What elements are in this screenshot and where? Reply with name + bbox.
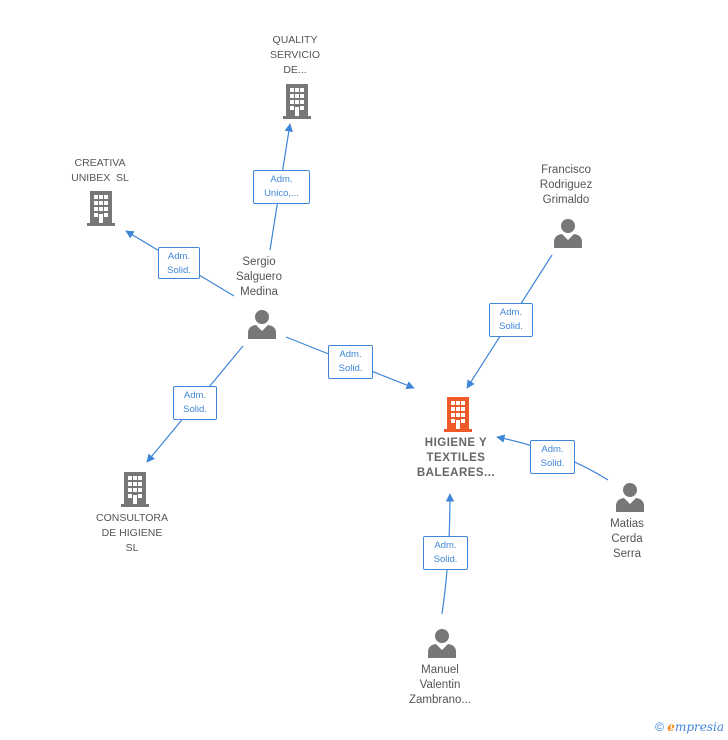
node-consultora-line-1: CONSULTORA bbox=[96, 512, 168, 524]
relation-badge-line-1: Adm. bbox=[499, 307, 523, 318]
logo-text: mpresia bbox=[674, 720, 724, 734]
relation-badge[interactable]: Adm. Solid. bbox=[489, 303, 533, 337]
relation-badge-line-2: Solid. bbox=[167, 265, 191, 276]
node-quality-line-3: DE... bbox=[283, 64, 307, 76]
node-sergio-line-1: Sergio bbox=[242, 256, 276, 268]
node-sergio-label[interactable]: Sergio Salguero Medina bbox=[199, 255, 319, 300]
node-sergio-line-3: Medina bbox=[240, 286, 278, 298]
node-higiene-label[interactable]: HIGIENE Y TEXTILES BALEARES... bbox=[396, 436, 516, 481]
node-consultora-label[interactable]: CONSULTORA DE HIGIENE SL bbox=[72, 511, 192, 556]
node-matias-line-3: Serra bbox=[612, 548, 642, 560]
node-francisco-label[interactable]: Francisco Rodriguez Grimaldo bbox=[506, 163, 626, 208]
copyright-icon: © bbox=[655, 720, 664, 734]
node-francisco-line-3: Grimaldo bbox=[542, 194, 590, 206]
node-manuel-line-2: Valentin bbox=[419, 679, 461, 691]
node-matias-line-1: Matias bbox=[610, 518, 644, 530]
relation-badge-line-2: Unico,... bbox=[264, 188, 299, 199]
relation-badge-line-1: Adm. bbox=[167, 251, 191, 262]
relation-badge[interactable]: Adm. Solid. bbox=[530, 440, 575, 474]
relation-badge-line-1: Adm. bbox=[541, 444, 564, 455]
node-higiene-line-2: TEXTILES bbox=[426, 452, 486, 464]
node-francisco-line-2: Rodriguez bbox=[539, 179, 593, 191]
relation-badge[interactable]: Adm. Solid. bbox=[423, 536, 468, 570]
relation-badge-line-2: Solid. bbox=[499, 321, 523, 332]
brand-footer[interactable]: © empresia bbox=[655, 720, 724, 734]
relation-badge-line-1: Adm. bbox=[434, 540, 457, 551]
node-quality-line-2: SERVICIO bbox=[270, 49, 320, 61]
empresia-logo: empresia bbox=[667, 720, 724, 734]
building-icon[interactable] bbox=[119, 471, 151, 507]
node-consultora-line-3: SL bbox=[125, 542, 139, 554]
relation-badge[interactable]: Adm. Unico,... bbox=[253, 170, 310, 204]
node-consultora-line-2: DE HIGIENE bbox=[101, 527, 163, 539]
relation-badge-line-2: Solid. bbox=[540, 458, 565, 469]
node-creativa-label[interactable]: CREATIVA UNIBEX SL bbox=[40, 156, 160, 186]
person-icon[interactable] bbox=[553, 218, 583, 248]
building-icon[interactable] bbox=[281, 83, 313, 119]
person-icon[interactable] bbox=[247, 309, 277, 339]
relation-badge-line-2: Solid. bbox=[183, 404, 207, 415]
node-higiene-line-1: HIGIENE Y bbox=[424, 437, 488, 449]
relation-badge-line-1: Adm. bbox=[183, 390, 207, 401]
relation-badge[interactable]: Adm. Solid. bbox=[328, 345, 373, 379]
node-higiene-line-3: BALEARES... bbox=[416, 467, 496, 479]
building-icon[interactable] bbox=[85, 190, 117, 226]
node-manuel-line-1: Manuel bbox=[421, 664, 459, 676]
node-matias-label[interactable]: Matias Cerda Serra bbox=[567, 517, 687, 562]
node-quality-line-1: QUALITY bbox=[272, 34, 318, 46]
main-building-icon[interactable] bbox=[442, 396, 474, 432]
node-creativa-line-1: CREATIVA bbox=[74, 157, 126, 169]
relation-badge[interactable]: Adm. Solid. bbox=[158, 247, 200, 279]
relation-badge-line-2: Solid. bbox=[338, 363, 363, 374]
node-matias-line-2: Cerda bbox=[611, 533, 643, 545]
relation-badge-line-1: Adm. bbox=[270, 174, 293, 185]
node-manuel-line-3: Zambrano... bbox=[409, 694, 471, 706]
person-icon[interactable] bbox=[615, 482, 645, 512]
node-quality-label[interactable]: QUALITY SERVICIO DE... bbox=[235, 33, 355, 78]
person-icon[interactable] bbox=[427, 628, 457, 658]
relation-badge-line-1: Adm. bbox=[339, 349, 362, 360]
node-manuel-label[interactable]: Manuel Valentin Zambrano... bbox=[380, 663, 500, 708]
node-francisco-line-1: Francisco bbox=[541, 164, 591, 176]
node-sergio-line-2: Salguero bbox=[235, 271, 283, 283]
relation-badge-line-2: Solid. bbox=[433, 554, 458, 565]
node-creativa-line-2: UNIBEX SL bbox=[71, 172, 129, 184]
logo-letter-e: e bbox=[667, 720, 675, 734]
relation-badge[interactable]: Adm. Solid. bbox=[173, 386, 217, 420]
